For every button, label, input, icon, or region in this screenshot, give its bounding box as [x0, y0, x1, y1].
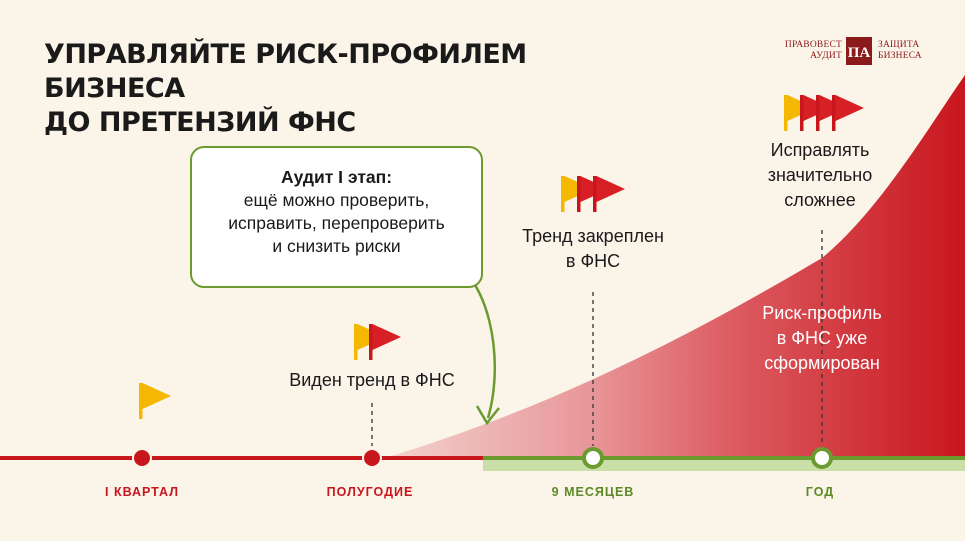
logo-right-text: ЗАЩИТА БИЗНЕСА — [878, 40, 922, 61]
halfyear-label: Виден тренд в ФНС — [289, 370, 455, 390]
year-label: Исправлять значительно сложнее — [767, 140, 873, 210]
callout-line: ещё можно проверить, — [243, 190, 430, 210]
logo-mark-icon: ПА — [846, 37, 872, 65]
flags-quarter — [139, 383, 171, 419]
callout-line: и снизить риски — [272, 236, 401, 256]
company-logo: ПРАВОВЕСТ АУДИТ ПА ЗАЩИТА БИЗНЕСА — [785, 37, 930, 65]
logo-left-text: ПРАВОВЕСТ АУДИТ — [784, 40, 842, 61]
period-label-year: ГОД — [805, 485, 835, 499]
risk-growth-area — [385, 75, 965, 458]
period-label-9months: 9 МЕСЯЦЕВ — [551, 485, 635, 499]
page-title: УПРАВЛЯЙТЕ РИСК-ПРОФИЛЕМ БИЗНЕСА ДО ПРЕТ… — [44, 38, 644, 140]
callout-line: исправить, перепроверить — [228, 213, 445, 233]
9months-label: Тренд закреплен в ФНС — [522, 226, 664, 271]
title-line-2: ДО ПРЕТЕНЗИЙ ФНС — [44, 107, 356, 138]
milestone-dot-year — [811, 447, 833, 469]
flag-icon — [139, 383, 171, 419]
arrow-head-icon — [475, 405, 500, 426]
audit-callout-box: Аудит I этап: ещё можно проверить, испра… — [190, 146, 483, 288]
title-line-1: УПРАВЛЯЙТЕ РИСК-ПРОФИЛЕМ БИЗНЕСА — [44, 39, 527, 104]
milestone-dot-halfyear — [362, 448, 382, 468]
milestone-dot-quarter — [132, 448, 152, 468]
callout-heading: Аудит I этап: — [280, 167, 393, 187]
flag-icon — [593, 176, 625, 212]
period-label-halfyear: ПОЛУГОДИЕ — [326, 485, 414, 499]
flags-9months — [561, 176, 625, 212]
svg-text:ПА: ПА — [848, 45, 871, 61]
period-label-quarter: I КВАРТАЛ — [105, 485, 179, 499]
risk-profile-label: Риск-профиль в ФНС уже сформирован — [762, 303, 882, 373]
flags-year — [784, 95, 864, 131]
milestone-dot-9months — [582, 447, 604, 469]
flags-halfyear — [354, 324, 401, 360]
flag-icon — [832, 95, 864, 131]
flag-icon — [369, 324, 401, 360]
